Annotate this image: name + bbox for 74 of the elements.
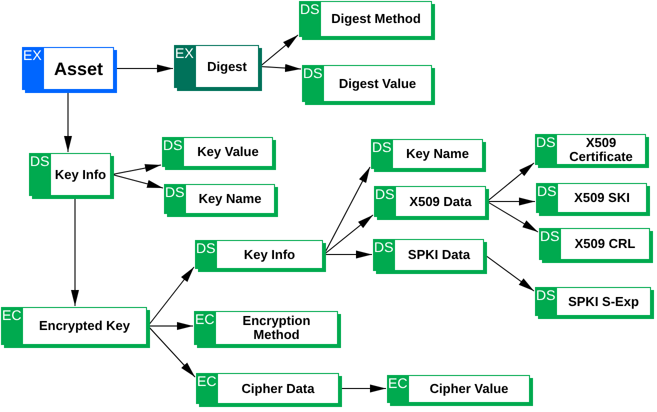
tagged-box: [373, 239, 484, 271]
arrow: [484, 254, 534, 292]
node-label: X509 Data: [396, 187, 485, 216]
tagged-box: [387, 375, 530, 403]
tag-label: DS: [375, 186, 394, 202]
arrow: [486, 162, 534, 202]
node-label: SPKI Data: [395, 240, 483, 270]
tag-label: EX: [23, 47, 42, 63]
arrow: [112, 174, 164, 188]
node-label: Cipher Value: [409, 376, 529, 402]
tagged-box: [174, 45, 259, 88]
tag-label: DS: [540, 228, 560, 244]
arrow: [71, 196, 79, 306]
arrow: [324, 250, 372, 258]
tagged-box: [302, 65, 432, 102]
node-label: SPKI S-Exp: [557, 288, 650, 315]
tagged-box: [535, 134, 646, 165]
node-label: Encrypted Key: [23, 308, 146, 344]
tagged-box: [535, 287, 651, 316]
tag-label: DS: [536, 134, 556, 150]
tagged-box: [1, 307, 147, 345]
node-label: X509 SKI: [558, 184, 646, 212]
arrow: [486, 201, 538, 232]
node-label: Digest: [196, 46, 258, 87]
tag-label: DS: [196, 240, 216, 256]
tagged-box: [299, 1, 432, 37]
tag-label: EC: [195, 311, 214, 327]
node-label: Encryption Method: [216, 312, 337, 344]
tagged-box: [162, 137, 273, 167]
node-label: Key Name: [393, 140, 482, 168]
tag-label: EC: [388, 375, 408, 391]
node-label: Key Name: [186, 185, 274, 213]
node-label: Cipher Data: [218, 374, 338, 403]
arrow: [112, 164, 162, 175]
node-label: Key Value: [184, 138, 272, 166]
arrow: [64, 90, 72, 152]
tagged-box: [195, 240, 323, 269]
node-label: Key Info: [217, 241, 322, 268]
tag-label: DS: [537, 183, 556, 199]
tag-label: DS: [372, 139, 392, 155]
tag-label: EC: [2, 307, 22, 323]
tag-label: DS: [30, 153, 50, 169]
node-label: Digest Method: [321, 2, 431, 36]
arrow: [340, 384, 386, 392]
arrow: [260, 64, 302, 72]
arrow: [324, 214, 374, 255]
node-label: Key Info: [51, 154, 110, 195]
arrow: [148, 326, 196, 378]
tagged-box: [536, 183, 647, 213]
tagged-box: [196, 373, 339, 404]
tag-label: DS: [536, 287, 556, 303]
tagged-box: [374, 186, 486, 217]
node-label: Asset: [44, 48, 113, 89]
arrow: [114, 64, 174, 72]
tagged-box: [371, 139, 483, 169]
tagged-box: [164, 184, 275, 214]
tagged-box: [539, 228, 650, 260]
tag-label: DS: [300, 1, 320, 17]
node-label: Digest Value: [324, 66, 431, 101]
tag-label: DS: [303, 65, 322, 81]
tag-label: EX: [175, 45, 194, 61]
tagged-box: [22, 47, 114, 90]
tagged-box: [29, 153, 111, 196]
arrow: [486, 198, 536, 206]
arrow: [148, 266, 194, 326]
tag-label: DS: [165, 184, 184, 200]
tag-label: EC: [197, 373, 216, 389]
tag-label: DS: [163, 137, 182, 153]
tagged-box: [194, 311, 338, 345]
tag-label: DS: [374, 239, 394, 255]
node-label: X509 Certificate: [557, 135, 645, 164]
node-label: X509 CRL: [561, 229, 649, 259]
arrow: [260, 34, 298, 67]
arrow: [148, 322, 194, 330]
